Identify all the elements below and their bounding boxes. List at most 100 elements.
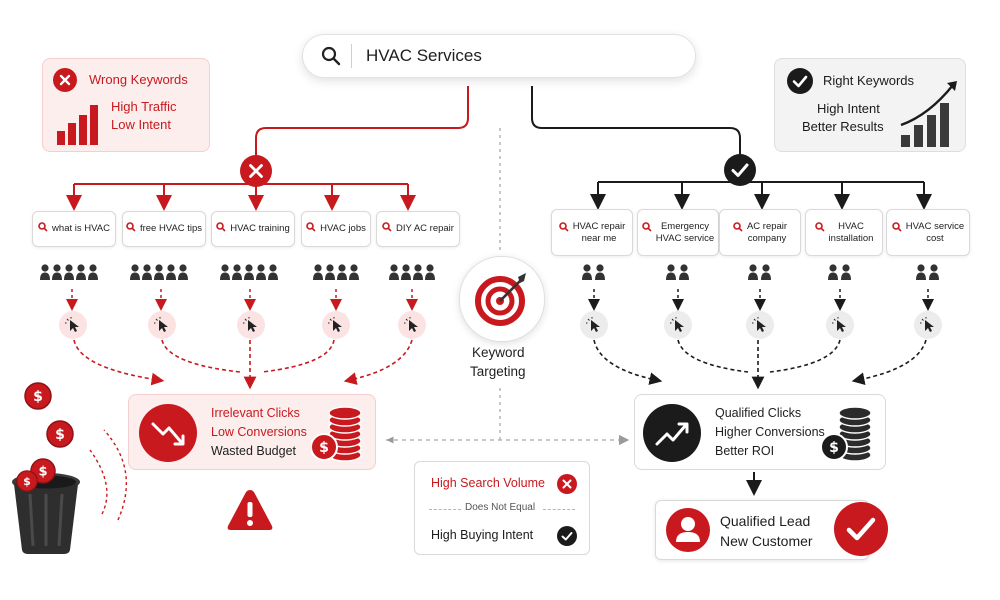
click-cursor-icon (664, 311, 692, 339)
keyword-label: HVAC training (230, 223, 290, 234)
keyword-label: HVAC (838, 220, 864, 232)
svg-text:$: $ (38, 465, 47, 480)
center-label-line1: Keyword (472, 345, 525, 360)
user-icon (666, 508, 710, 557)
people-icon (666, 264, 689, 280)
people-icon (313, 264, 359, 280)
keyword-label: HVAC repair (572, 220, 626, 232)
search-icon (558, 222, 569, 236)
keyword-label: DIY AC repair (396, 223, 454, 234)
search-bar[interactable]: HVAC Services (302, 34, 696, 78)
wrong-keyword-box: what is HVAC (32, 211, 116, 247)
search-icon (814, 222, 825, 236)
qualified-lead-box: Qualified Lead New Customer (655, 500, 869, 560)
x-node-icon (240, 155, 272, 192)
keyword-label: cost (926, 232, 944, 244)
target-node (459, 256, 545, 342)
click-cursor-icon (322, 311, 350, 339)
svg-text:$: $ (33, 389, 43, 405)
right-keywords-line2: Better Results (802, 119, 884, 134)
right-keywords-title: Right Keywords (823, 73, 915, 88)
svg-text:$: $ (55, 427, 65, 443)
click-cursor-icon (580, 311, 608, 339)
x-circle-icon (53, 68, 77, 97)
people-icon (828, 264, 851, 280)
bad-result-line3: Wasted Budget (211, 444, 297, 458)
right-keywords-card: Right Keywords High Intent Better Result… (774, 58, 966, 152)
search-icon (38, 222, 48, 236)
search-icon (733, 222, 743, 236)
keyword-label: installation (828, 232, 874, 244)
wrong-keyword-box: free HVAC tips (122, 211, 206, 247)
comparison-middle: Does Not Equal (465, 502, 536, 513)
keyword-label: company (747, 232, 787, 244)
bad-result-line1: Irrelevant Clicks (211, 406, 300, 420)
money-stack-icon: $ (310, 405, 365, 469)
search-query: HVAC Services (366, 46, 482, 65)
click-cursor-icon (398, 311, 426, 339)
trend-up-icon (643, 404, 701, 468)
comparison-box: High Search Volume Does Not Equal High B… (414, 461, 590, 555)
search-divider (351, 44, 352, 68)
people-icon (748, 264, 771, 280)
people-icon (916, 264, 939, 280)
search-icon (891, 222, 902, 236)
people-icon (389, 264, 435, 280)
dashed-divider (543, 509, 575, 510)
search-icon (216, 222, 226, 236)
keyword-label: near me (581, 232, 617, 244)
x-circle-icon (557, 474, 577, 497)
check-badge-icon (834, 502, 888, 561)
search-icon (306, 222, 316, 236)
coin-icon: $ (16, 470, 38, 497)
check-node-icon (724, 154, 756, 191)
good-result-line3: Better ROI (715, 444, 775, 458)
trend-down-icon (139, 404, 197, 468)
coin-icon: $ (46, 420, 74, 453)
wrong-keyword-box: HVAC jobs (301, 211, 371, 247)
money-stack-icon: $ (820, 405, 875, 469)
keyword-label: HVAC service (655, 232, 715, 244)
wrong-keywords-line2: Low Intent (111, 117, 171, 132)
people-icon (40, 264, 98, 280)
bad-result-line2: Low Conversions (211, 425, 307, 439)
svg-text:$: $ (829, 440, 839, 456)
click-cursor-icon (148, 311, 176, 339)
people-icon (582, 264, 605, 280)
good-result-line1: Qualified Clicks (715, 406, 802, 420)
search-icon (321, 46, 341, 66)
search-icon (382, 222, 392, 236)
warning-icon (226, 488, 274, 537)
bar-chart-icon (57, 105, 101, 150)
click-cursor-icon (826, 311, 854, 339)
search-icon (126, 222, 136, 236)
wrong-keywords-title: Wrong Keywords (89, 72, 188, 87)
click-cursor-icon (746, 311, 774, 339)
people-icon (130, 264, 188, 280)
growth-chart-icon (899, 79, 961, 152)
bad-result-box: Irrelevant Clicks Low Conversions Wasted… (128, 394, 376, 470)
dashed-divider (429, 509, 461, 510)
lead-line1: Qualified Lead (720, 513, 811, 529)
keyword-label: HVAC jobs (320, 223, 366, 234)
target-icon (474, 271, 530, 332)
keyword-label: AC repair (746, 220, 788, 232)
good-result-box: Qualified Clicks Higher Conversions Bett… (634, 394, 886, 470)
click-cursor-icon (914, 311, 942, 339)
keyword-label: HVAC service (905, 220, 965, 232)
comparison-top: High Search Volume (431, 476, 545, 490)
wrong-keyword-box: DIY AC repair (376, 211, 460, 247)
wrong-keywords-card: Wrong Keywords High Traffic Low Intent (42, 58, 210, 152)
wrong-keywords-line1: High Traffic (111, 99, 177, 114)
check-circle-icon (557, 526, 577, 549)
lead-line2: New Customer (720, 533, 813, 549)
check-circle-icon (787, 68, 813, 99)
wrong-keyword-box: HVAC training (211, 211, 295, 247)
click-cursor-icon (59, 311, 87, 339)
keyword-label: free HVAC tips (139, 223, 203, 234)
